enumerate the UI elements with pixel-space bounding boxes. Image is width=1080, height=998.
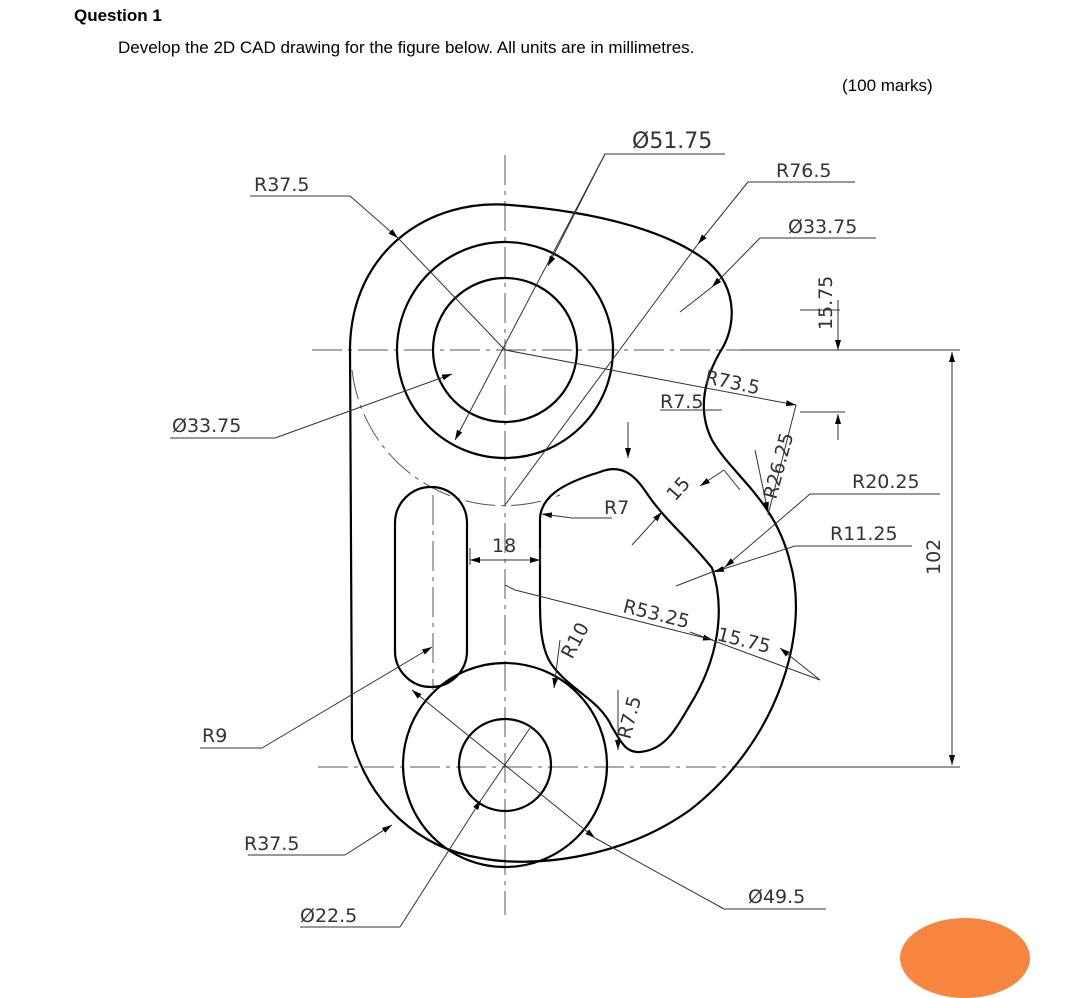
dim-radius-11-25: R11.25 xyxy=(830,523,898,545)
center-lines xyxy=(312,155,760,915)
dim-diameter-33-75-right: Ø33.75 xyxy=(788,216,857,238)
dim-15: 15 xyxy=(662,473,695,506)
dim-radius-10: R10 xyxy=(557,619,594,662)
dimension-labels: Ø51.75 R76.5 R37.5 Ø33.75 15.75 Ø33.75 R… xyxy=(172,129,945,927)
question-marks: (100 marks) xyxy=(842,76,933,95)
dim-radius-76-5: R76.5 xyxy=(776,160,832,182)
slot-r9 xyxy=(393,485,469,689)
dim-radius-9: R9 xyxy=(202,725,227,747)
bottom-boss xyxy=(401,661,609,869)
dim-diameter-33-75-left: Ø33.75 xyxy=(172,415,241,437)
orange-decoration xyxy=(900,918,1030,998)
cad-drawing: Ø51.75 R76.5 R37.5 Ø33.75 15.75 Ø33.75 R… xyxy=(170,129,960,928)
dim-diameter-49-5: Ø49.5 xyxy=(748,886,805,908)
dim-radius-7: R7 xyxy=(604,497,629,519)
top-boss xyxy=(395,240,615,460)
dim-15-75-vertical: 15.75 xyxy=(815,276,837,330)
dim-radius-26-25: R26.25 xyxy=(760,430,799,501)
dim-diameter-22-5: Ø22.5 xyxy=(300,905,357,927)
dim-radius-7-5-top: R7.5 xyxy=(660,391,703,413)
dim-radius-73-5: R73.5 xyxy=(703,366,762,399)
dim-radius-37-5-top: R37.5 xyxy=(254,174,310,196)
dim-102: 102 xyxy=(923,539,945,575)
dim-15-75-horizontal: 15.75 xyxy=(715,624,773,659)
outer-profile xyxy=(348,203,797,863)
dim-radius-37-5-bottom: R37.5 xyxy=(244,833,300,855)
dim-diameter-51-75: Ø51.75 xyxy=(632,129,712,154)
dim-radius-20-25: R20.25 xyxy=(852,471,920,493)
dim-18: 18 xyxy=(492,535,516,557)
question-title: Question 1 xyxy=(74,6,162,25)
leader-lines xyxy=(170,153,960,928)
question-text: Develop the 2D CAD drawing for the figur… xyxy=(118,38,695,57)
dim-radius-53-25: R53.25 xyxy=(621,596,692,634)
inner-cutout xyxy=(538,468,720,754)
